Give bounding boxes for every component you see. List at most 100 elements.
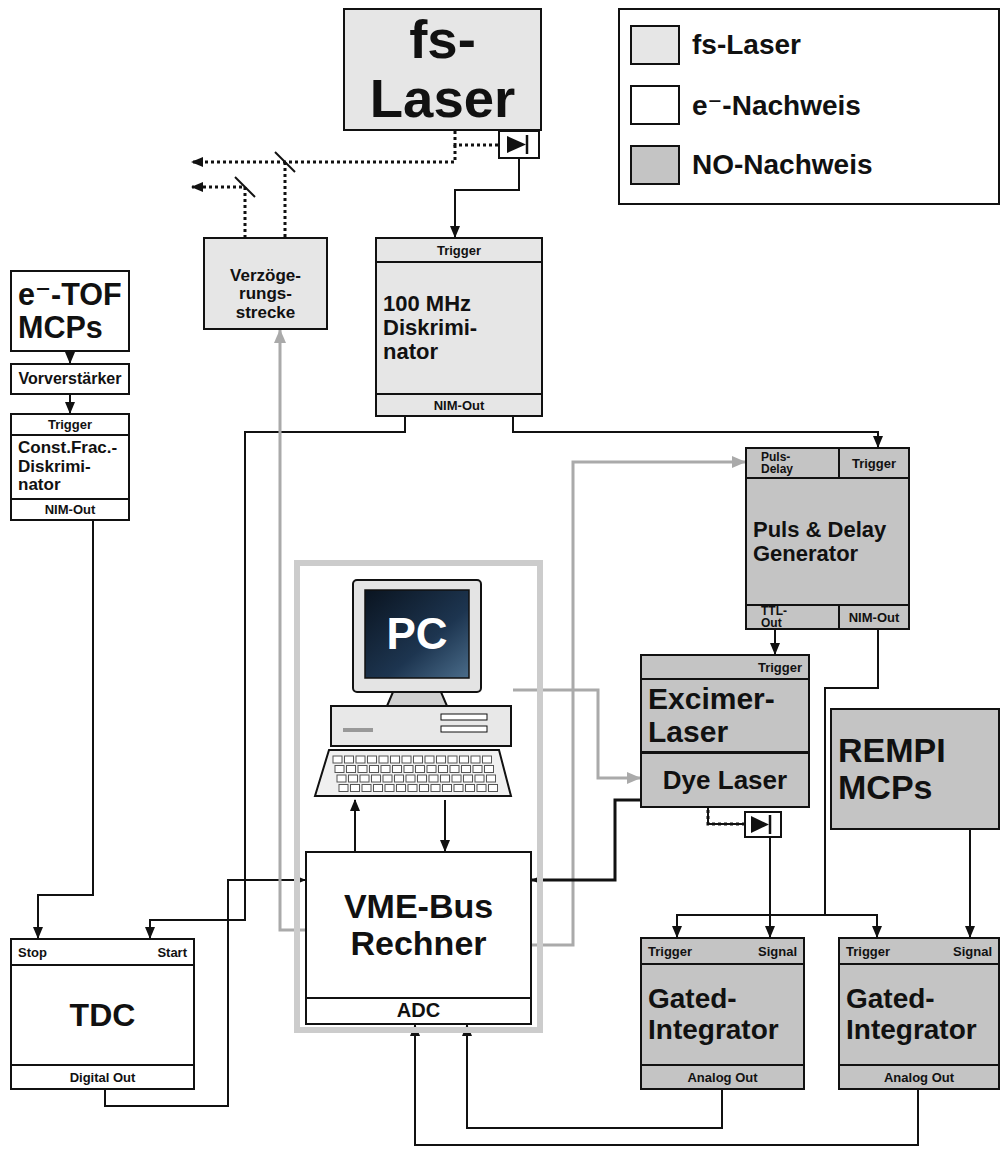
box-title: 100 MHz Diskrimi- nator <box>383 292 535 363</box>
port-label: Signal <box>947 945 998 958</box>
box-title: Gated- Integrator <box>648 984 797 1044</box>
port-label: Trigger <box>431 244 487 257</box>
box-title: Const.Frac.- Diskrimi- nator <box>18 439 122 494</box>
discriminator-box: Trigger 100 MHz Diskrimi- natorNIM-Out <box>375 237 543 417</box>
box-body: VME-Bus Rechner <box>307 853 530 997</box>
port-label: Trigger <box>642 945 698 958</box>
signal-line <box>513 417 878 447</box>
adc-box: ADC <box>305 997 532 1025</box>
header-row: Trigger Signal <box>642 939 803 965</box>
discriminator-box: TriggerConst.Frac.- Diskrimi- natorNIM-O… <box>10 413 130 521</box>
legend-text: e⁻-Nachweis <box>692 89 861 122</box>
box-body: Verzöge- rungs- strecke <box>205 239 326 328</box>
box-body: ADC <box>307 999 530 1023</box>
signal-line <box>69 352 71 363</box>
box-body: Dye Laser <box>642 754 808 806</box>
pulse-generator-box: Puls- DelayTriggerPuls & Delay Generator… <box>745 447 910 630</box>
laser-beam <box>192 131 498 252</box>
box-body: Puls & Delay Generator <box>747 479 908 604</box>
computer-box: VME-Bus Rechner <box>305 851 532 999</box>
header-row: Trigger <box>377 239 541 263</box>
signal-line <box>38 521 93 938</box>
legend-swatch <box>630 85 680 125</box>
box-title: Vorverstärker <box>19 370 122 387</box>
legend-text: fs-Laser <box>692 29 801 61</box>
footer-row: NIM-Out <box>377 393 541 415</box>
legend-text: NO-Nachweis <box>692 149 873 181</box>
port-label: Start <box>151 946 193 959</box>
integrator-box: TriggerSignalGated- IntegratorAnalog Out <box>838 937 1000 1090</box>
signal-line <box>532 800 640 880</box>
box-title: TDC <box>70 998 136 1033</box>
box-body: Excimer- Laser <box>642 680 808 751</box>
signal-line <box>354 800 356 851</box>
port-label: Stop <box>12 946 53 959</box>
control-line <box>513 690 640 778</box>
box-title: VME-Bus Rechner <box>313 888 524 961</box>
signal-line <box>444 800 446 851</box>
box-title: Gated- Integrator <box>846 984 992 1044</box>
signal-line <box>69 395 71 413</box>
box-title: Dye Laser <box>663 766 787 794</box>
legend-row: e⁻-Nachweis <box>630 84 861 126</box>
box-body: Gated- Integrator <box>642 965 803 1064</box>
box-title: REMPI MCPs <box>838 732 992 805</box>
port-label: Signal <box>752 945 803 958</box>
header-row: Trigger <box>12 415 128 436</box>
box-title: Verzöge- rungs- strecke <box>211 267 320 322</box>
box-body: Const.Frac.- Diskrimi- nator <box>12 436 128 498</box>
box-body: TDC <box>12 966 193 1064</box>
delay-line-box: Verzöge- rungs- strecke <box>203 237 328 330</box>
port-label: Digital Out <box>64 1071 142 1084</box>
legend-swatch <box>630 25 680 65</box>
laser-box: Dye Laser <box>640 752 810 808</box>
box-title: Puls & Delay Generator <box>753 518 902 566</box>
pc-icon: PC <box>313 578 513 800</box>
dye-beam <box>708 810 745 824</box>
port-label: TTL-Out <box>747 605 805 629</box>
photodiode <box>499 131 539 158</box>
signal-line <box>774 630 776 654</box>
box-body: PC <box>365 590 469 678</box>
box-title: ADC <box>397 1000 440 1022</box>
port-label: Analog Out <box>878 1071 960 1084</box>
box-body: fs- Laser <box>345 10 540 129</box>
laser-box: fs- Laser <box>343 8 542 131</box>
port-label: NIM-Out <box>838 606 908 628</box>
box-title: e⁻-TOF MCPs <box>18 278 122 344</box>
port-label: Trigger <box>752 661 808 674</box>
box-title: fs- Laser <box>351 11 534 129</box>
screen-label: PC <box>386 610 447 658</box>
footer-row: Analog Out <box>840 1064 998 1088</box>
footer-row: TTL-Out NIM-Out <box>747 604 908 628</box>
footer-row: Analog Out <box>642 1064 803 1088</box>
computer-frame <box>297 563 540 1030</box>
port-label: NIM-Out <box>39 503 102 516</box>
photodiode <box>745 812 781 837</box>
laser-box: TriggerExcimer- Laser <box>640 654 810 753</box>
box-body: e⁻-TOF MCPs <box>12 272 128 350</box>
legend-row: NO-Nachweis <box>630 144 873 186</box>
header-row: Stop Start <box>12 940 193 966</box>
amplifier-box: Vorverstärker <box>10 363 130 395</box>
legend-row: fs-Laser <box>630 24 801 66</box>
integrator-box: Trigger SignalGated- IntegratorAnalog Out <box>640 937 805 1090</box>
box-body: 100 MHz Diskrimi- nator <box>377 263 541 393</box>
port-label: Analog Out <box>681 1071 763 1084</box>
header-row: Puls- DelayTrigger <box>747 449 908 479</box>
header-row: Trigger <box>642 656 808 680</box>
port-label: Puls- Delay <box>747 451 805 475</box>
box-title: Excimer- Laser <box>648 683 802 748</box>
footer-row: Digital Out <box>12 1064 193 1088</box>
detector-box: e⁻-TOF MCPs <box>10 270 130 352</box>
footer-row: NIM-Out <box>12 498 128 519</box>
signal-line <box>708 808 770 937</box>
control-line <box>280 330 305 930</box>
box-body: Gated- Integrator <box>840 965 998 1064</box>
header-row: TriggerSignal <box>840 939 998 965</box>
box-body: REMPI MCPs <box>832 710 998 828</box>
box-body: Vorverstärker <box>12 365 128 393</box>
signal-line <box>969 830 971 937</box>
legend-swatch <box>630 145 680 185</box>
